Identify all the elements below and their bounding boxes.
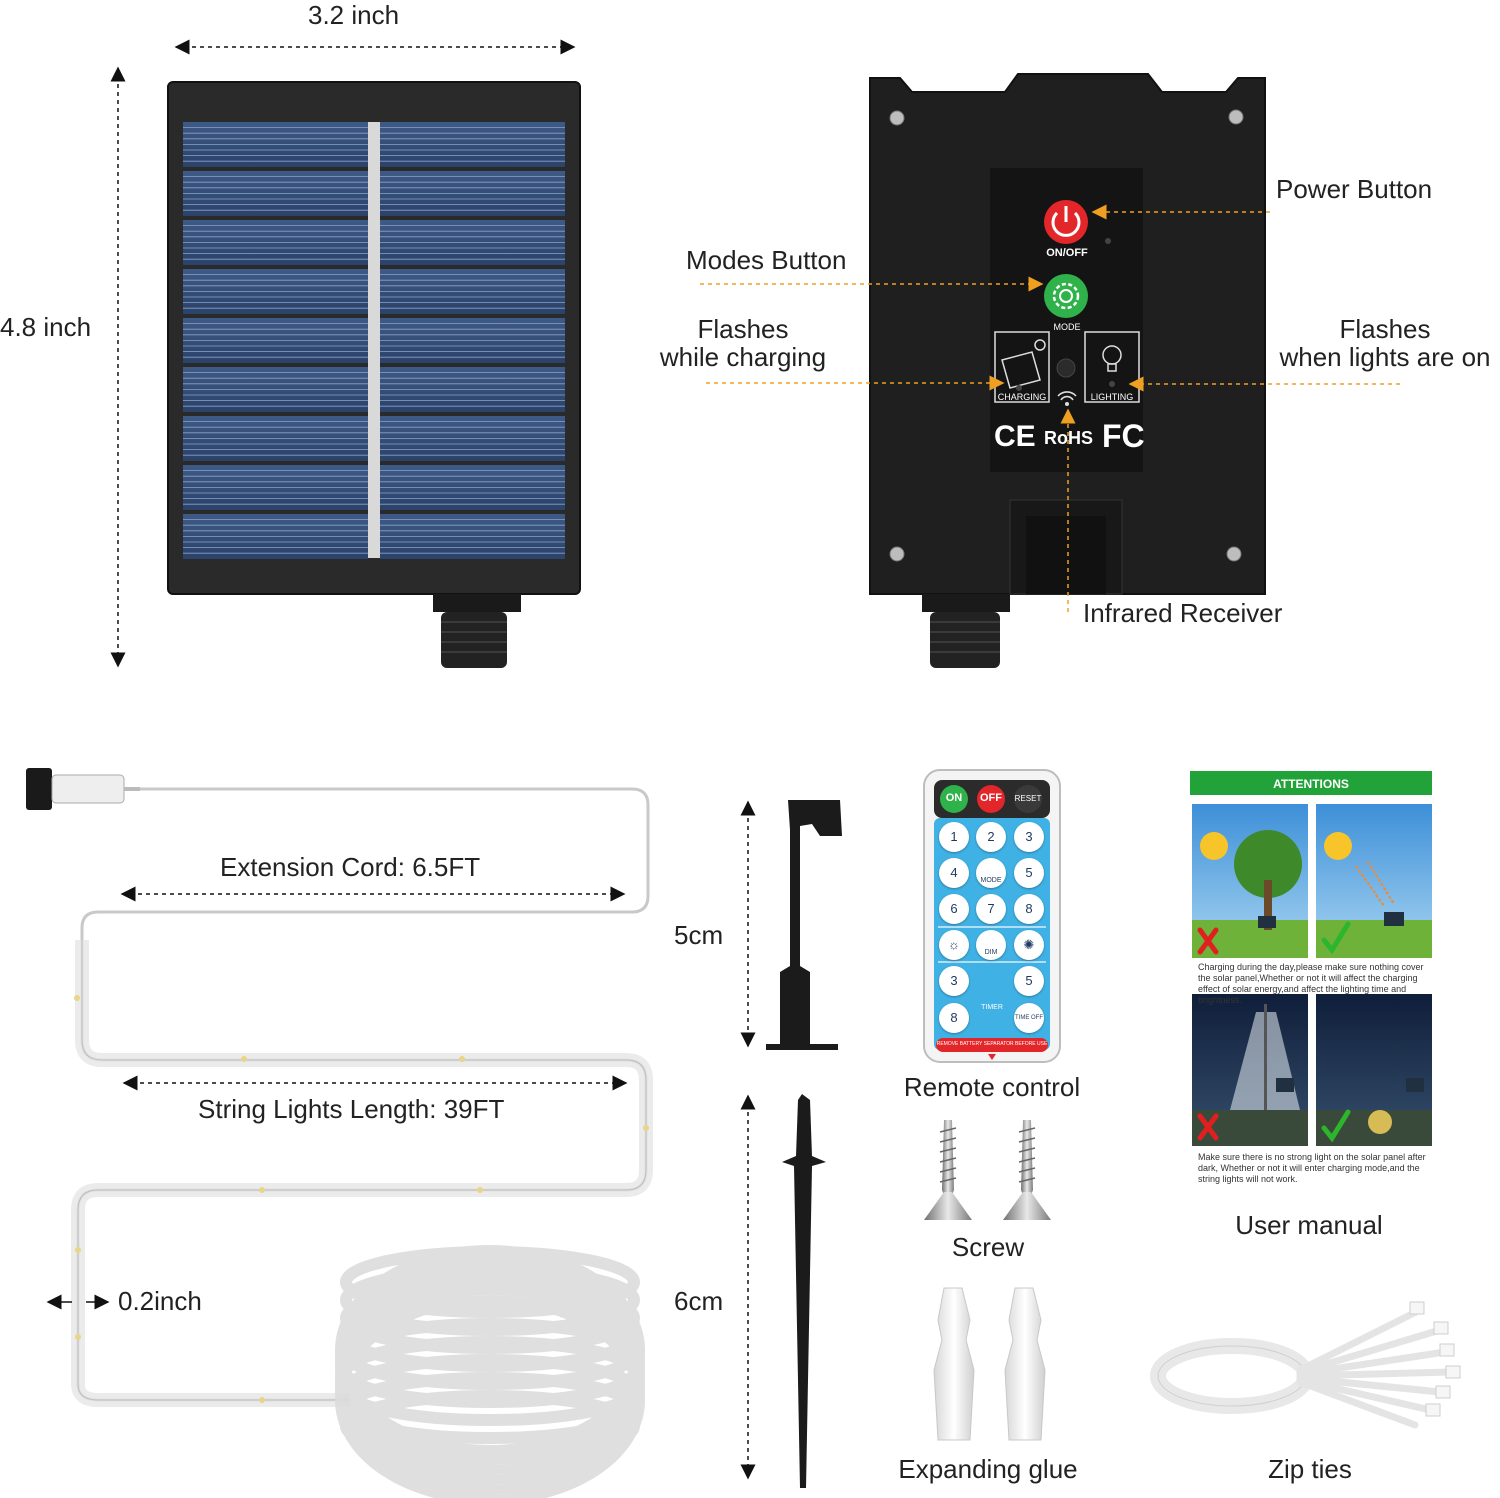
remote-timeoff-key: TIME OFF xyxy=(1014,1003,1044,1033)
user-manual-label: User manual xyxy=(1235,1210,1383,1240)
remote-brightness-down-icon: ☼ xyxy=(939,930,969,960)
user-manual-illustration xyxy=(1190,771,1432,1146)
height-label: 4.8 inch xyxy=(0,312,92,342)
remote-key-7: 7 xyxy=(976,894,1006,924)
manual-header: ATTENTIONS xyxy=(1273,777,1349,791)
remote-on-key: ON xyxy=(945,792,963,804)
remote-reset-key: RESET xyxy=(1014,794,1042,803)
modes-button-label: Modes Button xyxy=(686,245,847,275)
solar-panel xyxy=(110,39,581,668)
lighting-label-1: Flashes xyxy=(1339,314,1431,344)
manual-note-1: Charging during the day,please make sure… xyxy=(1198,962,1424,1005)
onoff-text: ON/OFF xyxy=(1046,247,1088,259)
rope-light xyxy=(26,768,653,1498)
remote-brightness-up-icon: ✺ xyxy=(1014,930,1044,960)
width-label: 3.2 inch xyxy=(308,0,400,30)
power-button-label: Power Button xyxy=(1276,174,1433,204)
manual-note-2: Make sure there is no strong light on th… xyxy=(1198,1152,1426,1184)
remote-off-key: OFF xyxy=(980,792,1002,804)
screw-label: Screw xyxy=(951,1232,1025,1262)
remote-footer: REMOVE BATTERY SEPARATOR BEFORE USE xyxy=(936,1041,1048,1047)
charging-label-1: Flashes xyxy=(697,314,789,344)
stake-bottom-label: 6cm xyxy=(674,1286,724,1316)
expanding-glue-label: Expanding glue xyxy=(898,1454,1078,1484)
zip-ties-label: Zip ties xyxy=(1268,1454,1352,1484)
charging-text: CHARGING xyxy=(997,392,1047,402)
diameter-label: 0.2inch xyxy=(118,1286,202,1316)
remote-timer-8: 8 xyxy=(939,1003,969,1033)
charging-label-2: while charging xyxy=(659,342,827,372)
mode-text: MODE xyxy=(1053,322,1081,332)
remote-key-5: 5 xyxy=(1014,858,1044,888)
gear-icon xyxy=(1044,274,1088,318)
screws xyxy=(924,1120,1051,1220)
remote-key-6: 6 xyxy=(939,894,969,924)
string-lights-label: String Lights Length: 39FT xyxy=(198,1094,505,1124)
remote-mode-key: MODE xyxy=(976,858,1006,888)
remote-control-label: Remote control xyxy=(903,1072,1081,1102)
remote-timer-key: TIMER xyxy=(981,1004,1003,1011)
ground-stake xyxy=(740,800,842,1488)
lighting-text: LIGHTING xyxy=(1090,392,1134,402)
lighting-label-2: when lights are on xyxy=(1279,342,1491,372)
zip-ties xyxy=(1150,1301,1461,1429)
remote-timer-3: 3 xyxy=(939,966,969,996)
remote-dim-key: DIM xyxy=(976,930,1006,960)
remote-key-1: 1 xyxy=(939,822,969,852)
remote-key-3: 3 xyxy=(1014,822,1044,852)
remote-key-8: 8 xyxy=(1014,894,1044,924)
remote-timer-5: 5 xyxy=(1014,966,1044,996)
ce-mark: CE xyxy=(994,420,1036,453)
fc-mark: FC xyxy=(1102,418,1145,454)
remote-key-2: 2 xyxy=(976,822,1006,852)
extension-cord-label: Extension Cord: 6.5FT xyxy=(220,852,481,882)
rohs-mark: RoHS xyxy=(1044,428,1093,448)
wifi-icon xyxy=(1057,391,1077,401)
expanding-anchors xyxy=(933,1287,1046,1441)
infrared-label: Infrared Receiver xyxy=(1083,598,1283,628)
bulb-icon xyxy=(1084,331,1140,403)
remote-key-4: 4 xyxy=(939,858,969,888)
solar-charging-icon xyxy=(994,331,1050,403)
stake-top-label: 5cm xyxy=(674,920,724,950)
controller-box xyxy=(700,73,1400,668)
